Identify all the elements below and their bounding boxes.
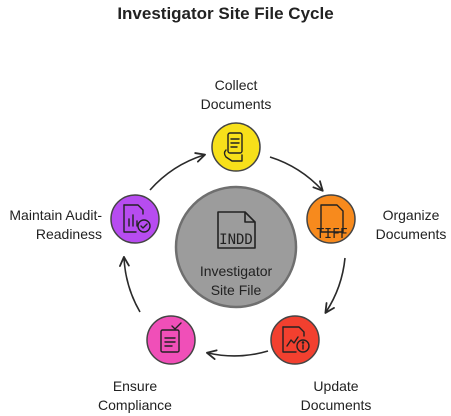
arrow-collect-to-organize [269, 156, 324, 192]
document-icon [217, 211, 256, 249]
step-label-update-line2: Documents [300, 397, 372, 413]
step-label-maintain-line2: Readiness [35, 226, 102, 242]
step-node-collect [211, 122, 261, 172]
arrow-maintain-to-collect [149, 152, 206, 191]
diagram-title: Investigator Site File Cycle [117, 4, 334, 23]
tiff-file-icon: TIFF [316, 204, 348, 242]
center-file-badge: INDD [219, 232, 253, 248]
step-label-maintain-line1: Maintain Audit- [9, 207, 102, 223]
step-node-organize: TIFF [306, 194, 356, 244]
step-label-collect-line2: Documents [200, 96, 272, 112]
center-label-line2: Site File [210, 282, 262, 298]
checklist-icon [160, 322, 182, 353]
step-label-ensure: Ensure Compliance [92, 377, 178, 415]
step-label-organize-line2: Documents [375, 226, 447, 242]
step-label-maintain: Maintain Audit- Readiness [2, 206, 102, 244]
organize-file-badge: TIFF [316, 227, 347, 242]
arrow-ensure-to-maintain [119, 255, 141, 313]
step-label-organize: Organize Documents [374, 206, 448, 244]
center-label: Investigator Site File [176, 262, 296, 300]
arrow-organize-to-update [324, 257, 346, 314]
step-label-organize-line1: Organize [382, 207, 440, 223]
chart-info-icon [282, 326, 310, 353]
clipboard-hand-icon [223, 132, 243, 162]
arrow-update-to-ensure [206, 349, 269, 360]
step-label-update-line1: Update [313, 378, 359, 394]
center-label-line1: Investigator [199, 263, 273, 279]
step-node-maintain [110, 194, 160, 244]
step-label-collect: Collect Documents [190, 76, 282, 114]
step-label-collect-line1: Collect [214, 77, 258, 93]
step-label-update: Update Documents [294, 377, 378, 415]
step-node-ensure [146, 315, 196, 365]
center-node: INDD [174, 185, 298, 309]
step-label-ensure-line1: Ensure [112, 378, 158, 394]
step-node-update [270, 315, 320, 365]
chart-check-icon [123, 204, 151, 233]
step-label-ensure-line2: Compliance [98, 397, 172, 413]
